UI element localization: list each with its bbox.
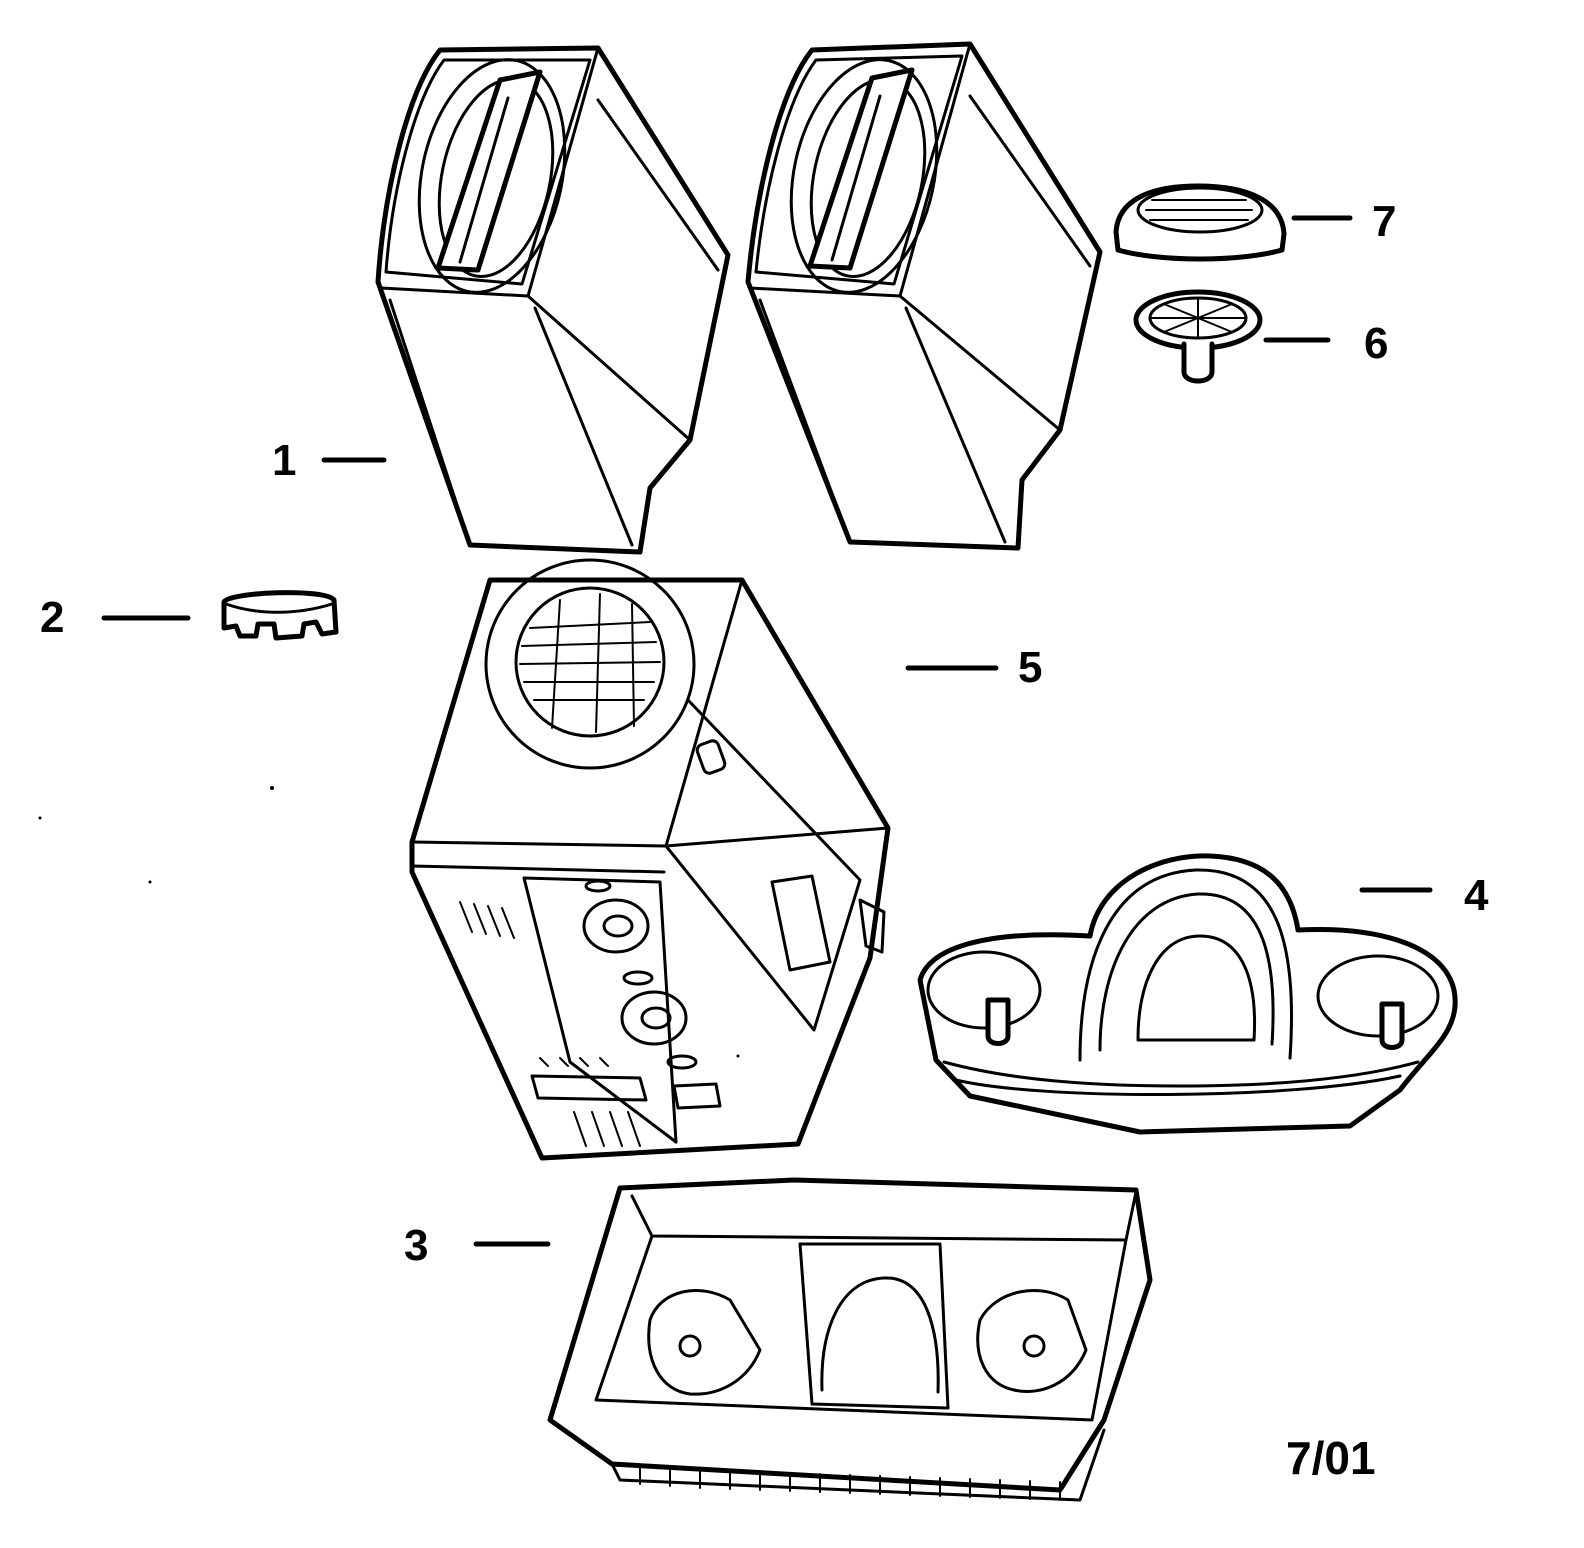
callout-4: 4 xyxy=(1359,871,1489,920)
water-tank-right xyxy=(745,41,1103,551)
scan-speck xyxy=(148,880,152,884)
scan-speck xyxy=(736,1054,740,1058)
reservoir-top xyxy=(917,853,1458,1135)
callout-label-6: 6 xyxy=(1364,319,1388,368)
filter-plug xyxy=(1133,289,1263,384)
filter-cap xyxy=(1113,183,1287,262)
scan-speck xyxy=(38,816,42,820)
callout-label-7: 7 xyxy=(1372,197,1396,246)
callout-label-2: 2 xyxy=(40,593,64,642)
callout-label-5: 5 xyxy=(1018,643,1042,692)
date-code: 7/01 xyxy=(1286,1432,1376,1484)
motor-housing xyxy=(409,558,891,1161)
callout-5: 5 xyxy=(905,643,1042,692)
base-unit xyxy=(547,1177,1153,1502)
callout-7: 7 xyxy=(1291,197,1396,246)
callout-1: 1 xyxy=(272,436,387,485)
knob xyxy=(221,590,339,641)
water-tank-left xyxy=(375,45,731,555)
callout-3: 3 xyxy=(404,1221,551,1270)
callout-2: 2 xyxy=(40,593,191,642)
callout-label-4: 4 xyxy=(1464,871,1489,920)
scan-speck xyxy=(270,786,274,790)
callout-label-3: 3 xyxy=(404,1221,428,1270)
callout-6: 6 xyxy=(1263,319,1388,368)
callout-label-1: 1 xyxy=(272,436,296,485)
